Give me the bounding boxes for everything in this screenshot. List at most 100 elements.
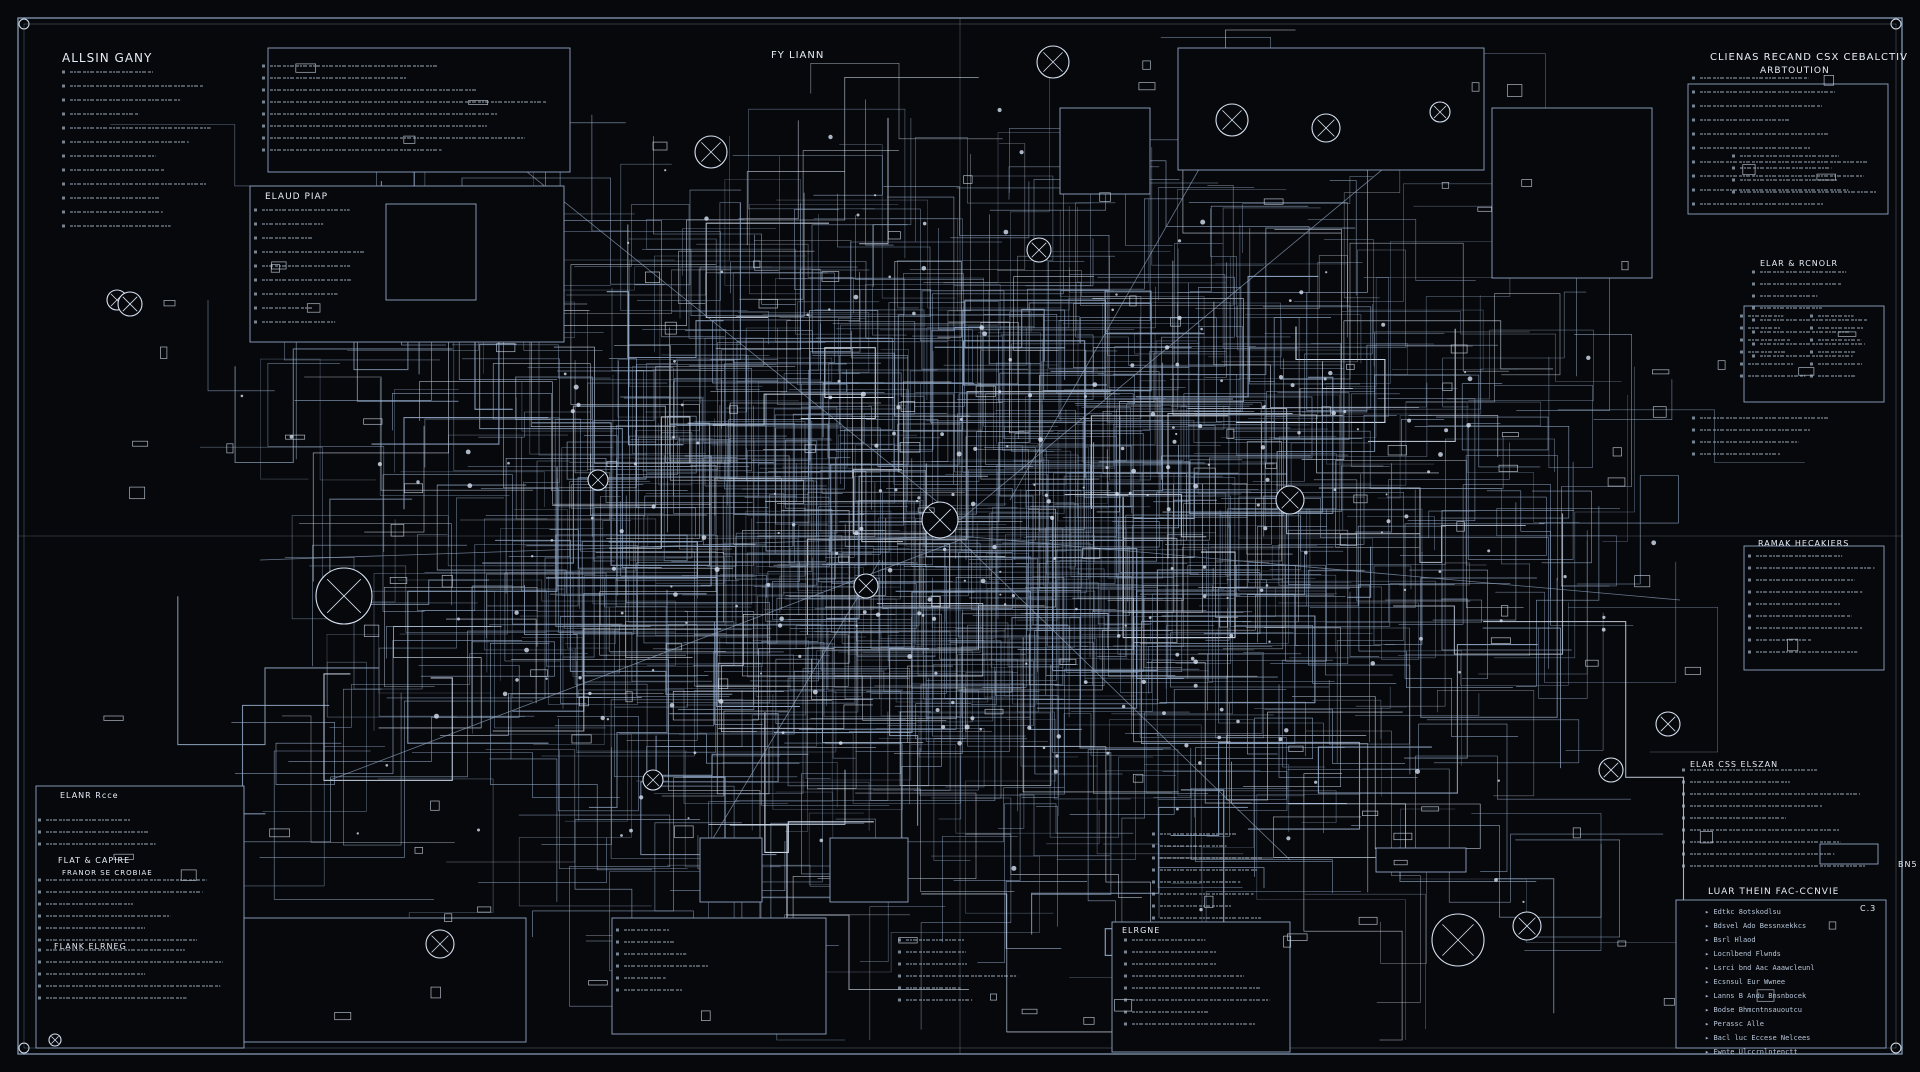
trace — [754, 234, 779, 271]
junction-dot — [1106, 751, 1110, 755]
trace — [995, 616, 1105, 686]
trace — [1400, 808, 1683, 943]
trace — [852, 469, 927, 535]
junction-dot — [1006, 445, 1009, 448]
trace — [1237, 305, 1458, 389]
trace — [557, 370, 655, 562]
trace — [1442, 291, 1587, 408]
scribble-bullet — [1692, 146, 1695, 150]
junction-dot — [1522, 900, 1525, 904]
trace — [397, 579, 676, 666]
trace — [364, 426, 425, 533]
trace — [855, 449, 1029, 576]
trace — [424, 418, 717, 552]
junction-dot — [1467, 376, 1473, 382]
trace — [714, 348, 853, 516]
trace — [541, 747, 612, 845]
trace — [724, 179, 874, 322]
trace — [508, 481, 651, 557]
scribble-bullet — [1682, 840, 1685, 844]
scribble-bullet — [62, 196, 65, 200]
trace — [953, 668, 1200, 881]
junction-dot — [377, 462, 382, 467]
trace — [486, 573, 596, 639]
trace — [748, 355, 840, 426]
title-right-mid: ELAR & RCNOLR — [1760, 259, 1839, 268]
trace — [1368, 328, 1456, 442]
junction-dot — [1299, 290, 1304, 295]
component-block — [103, 715, 124, 721]
junction-dot — [1146, 494, 1149, 497]
scribble-bullet — [1692, 132, 1695, 136]
component-block — [1441, 182, 1450, 189]
trace — [810, 241, 1003, 462]
junction-dot — [1050, 515, 1055, 521]
trace — [234, 348, 453, 464]
trace — [291, 515, 555, 620]
junction-dot — [1131, 468, 1136, 474]
junction-dot — [1148, 616, 1152, 619]
trace — [1242, 465, 1384, 623]
scribble-bullet — [1740, 362, 1743, 366]
trace — [576, 542, 726, 626]
trace — [774, 414, 853, 554]
trace — [1097, 276, 1235, 466]
legend-row: Lanns B Andu Bnsnbocek — [1705, 989, 1815, 1003]
junction-dot — [921, 266, 927, 271]
junction-dot — [1141, 679, 1147, 684]
title-bottom-left-1: ELANR Rcce — [60, 791, 119, 800]
trace — [921, 290, 1084, 439]
trace — [570, 264, 716, 539]
trace — [424, 572, 727, 634]
junction-dot — [467, 483, 473, 489]
trace — [579, 569, 627, 609]
component-block — [963, 175, 973, 184]
scribble-bullet — [1682, 864, 1685, 868]
trace — [1347, 516, 1435, 551]
junction-dot — [973, 446, 978, 451]
component-mark — [51, 1036, 59, 1044]
panel-box — [699, 837, 763, 903]
trace — [671, 311, 769, 345]
trace — [1187, 565, 1381, 679]
scribble-bullet — [1740, 314, 1743, 318]
title-bottom-left-2: FLAT & CAPIRE — [58, 856, 131, 865]
panel-box — [385, 203, 477, 301]
scribble-bullet — [1692, 174, 1695, 178]
trace — [530, 326, 676, 427]
trace — [524, 585, 642, 698]
panel-box — [1743, 305, 1885, 403]
trace — [1107, 503, 1284, 650]
trace — [1004, 346, 1256, 469]
trace — [693, 321, 916, 547]
trace — [1249, 227, 1275, 382]
scribble-bullet — [1810, 374, 1813, 378]
trace — [799, 577, 1065, 730]
component-block — [664, 321, 677, 335]
trace — [260, 358, 376, 481]
trace — [810, 63, 1003, 140]
junction-dot — [915, 499, 919, 503]
trace — [1032, 576, 1243, 888]
trace — [658, 423, 692, 486]
scribble-bullet — [1740, 374, 1743, 378]
trace — [936, 502, 1075, 648]
scribble-bullet — [1124, 1022, 1127, 1026]
trace — [1190, 788, 1333, 894]
trace — [259, 700, 533, 858]
trace — [1018, 198, 1149, 331]
trace — [785, 439, 833, 509]
component-block — [1652, 406, 1667, 418]
trace — [618, 360, 750, 467]
trace — [717, 272, 835, 363]
trace — [987, 380, 1166, 509]
trace — [780, 369, 847, 393]
trace — [1073, 303, 1190, 368]
junction-dot — [979, 727, 982, 731]
trace — [842, 372, 1060, 548]
trace — [1056, 775, 1176, 860]
junction-dot — [1217, 735, 1221, 740]
junction-dot — [1164, 345, 1170, 350]
trace — [955, 590, 1110, 629]
